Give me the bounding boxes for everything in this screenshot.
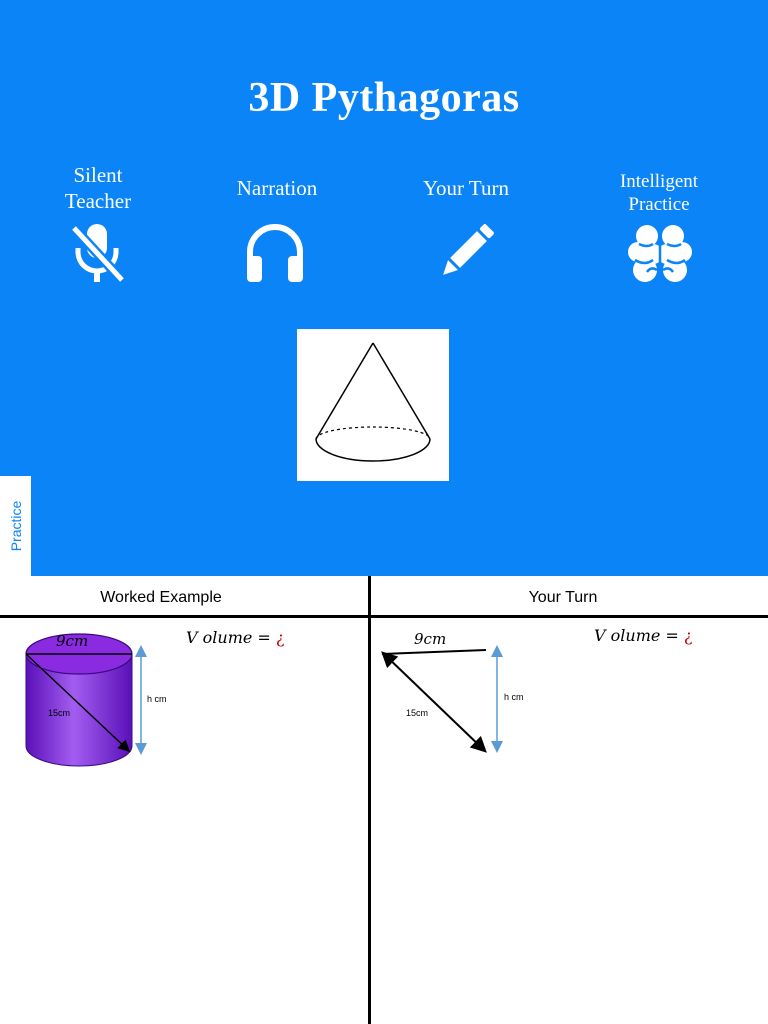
muted-microphone-icon bbox=[70, 224, 126, 284]
title-banner: 3D Pythagoras Silent Teacher Narration Y… bbox=[0, 0, 768, 576]
worked-height-label: h cm bbox=[147, 694, 167, 704]
your-turn-diameter-label: 9cm bbox=[414, 630, 446, 648]
worked-cylinder-diagram: 9cm 15cm h cm bbox=[25, 632, 167, 767]
mode-intelligent-practice[interactable]: Intelligent Practice bbox=[596, 170, 722, 292]
page-title: 3D Pythagoras bbox=[248, 75, 520, 121]
brain-icon bbox=[628, 225, 692, 282]
formula-text: V olume = bbox=[186, 628, 271, 647]
your-turn-volume-formula: V olume = ¿ bbox=[594, 626, 693, 645]
worked-diameter-label: 9cm bbox=[56, 632, 88, 650]
mode-label: Silent Teacher bbox=[64, 163, 132, 213]
headphones-icon bbox=[247, 224, 303, 282]
practice-tab-label: Practice bbox=[7, 500, 24, 552]
your-turn-height-label: h cm bbox=[504, 692, 524, 702]
formula-mark: ¿ bbox=[275, 628, 285, 647]
mode-narration[interactable]: Narration bbox=[218, 175, 336, 290]
column-divider bbox=[368, 576, 371, 1024]
mode-silent-teacher[interactable]: Silent Teacher bbox=[40, 162, 156, 292]
your-turn-diagram: 9cm 15cm h cm bbox=[381, 630, 524, 753]
your-turn-diagonal-label: 15cm bbox=[406, 708, 428, 718]
mode-your-turn[interactable]: Your Turn bbox=[404, 175, 528, 290]
your-turn-heading: Your Turn bbox=[528, 589, 598, 606]
worked-diagonal-label: 15cm bbox=[48, 708, 70, 718]
worked-volume-formula: V olume = ¿ bbox=[186, 628, 285, 647]
mode-label: Your Turn bbox=[422, 176, 509, 200]
mode-label: Intelligent Practice bbox=[619, 171, 699, 215]
mode-label: Narration bbox=[236, 176, 318, 200]
formula-mark: ¿ bbox=[683, 626, 693, 645]
practice-tab[interactable]: Practice bbox=[0, 476, 31, 576]
pencil-icon bbox=[443, 224, 494, 275]
worked-example-heading: Worked Example bbox=[100, 589, 222, 606]
header-divider bbox=[0, 615, 768, 618]
cone-image bbox=[297, 329, 449, 481]
formula-text: V olume = bbox=[594, 626, 679, 645]
cone-drawing bbox=[315, 342, 431, 462]
